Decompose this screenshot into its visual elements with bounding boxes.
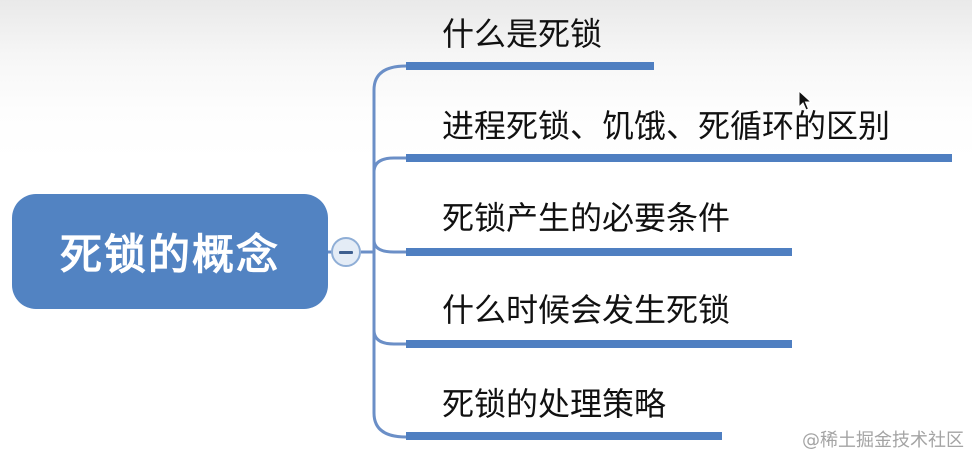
branch-node-necessary-conditions[interactable]: 死锁产生的必要条件 bbox=[442, 199, 731, 237]
branch-underline bbox=[406, 62, 654, 70]
root-node[interactable]: 死锁的概念 bbox=[12, 194, 328, 309]
branch-node-handling-strategies[interactable]: 死锁的处理策略 bbox=[442, 385, 667, 423]
watermark-text: @稀土掘金技术社区 bbox=[802, 430, 964, 451]
trunk-line bbox=[372, 64, 407, 439]
branch-underline bbox=[406, 248, 792, 256]
branch-connector-2 bbox=[372, 156, 406, 173]
branch-node-deadlock-starvation-loop[interactable]: 进程死锁、饥饿、死循环的区别 bbox=[442, 107, 891, 145]
branch-node-when-deadlock-occurs[interactable]: 什么时候会发生死锁 bbox=[442, 291, 731, 329]
branch-underline bbox=[406, 154, 952, 162]
branch-underline bbox=[406, 432, 722, 440]
branch-connector-4 bbox=[372, 329, 406, 346]
branch-connector-3 bbox=[372, 239, 406, 254]
mouse-pointer-icon bbox=[798, 90, 812, 111]
collapse-toggle-button[interactable] bbox=[331, 237, 361, 267]
branch-underline bbox=[406, 340, 792, 348]
branch-node-what-is-deadlock[interactable]: 什么是死锁 bbox=[442, 15, 603, 53]
minus-icon bbox=[339, 250, 353, 254]
root-node-label: 死锁的概念 bbox=[59, 230, 280, 279]
